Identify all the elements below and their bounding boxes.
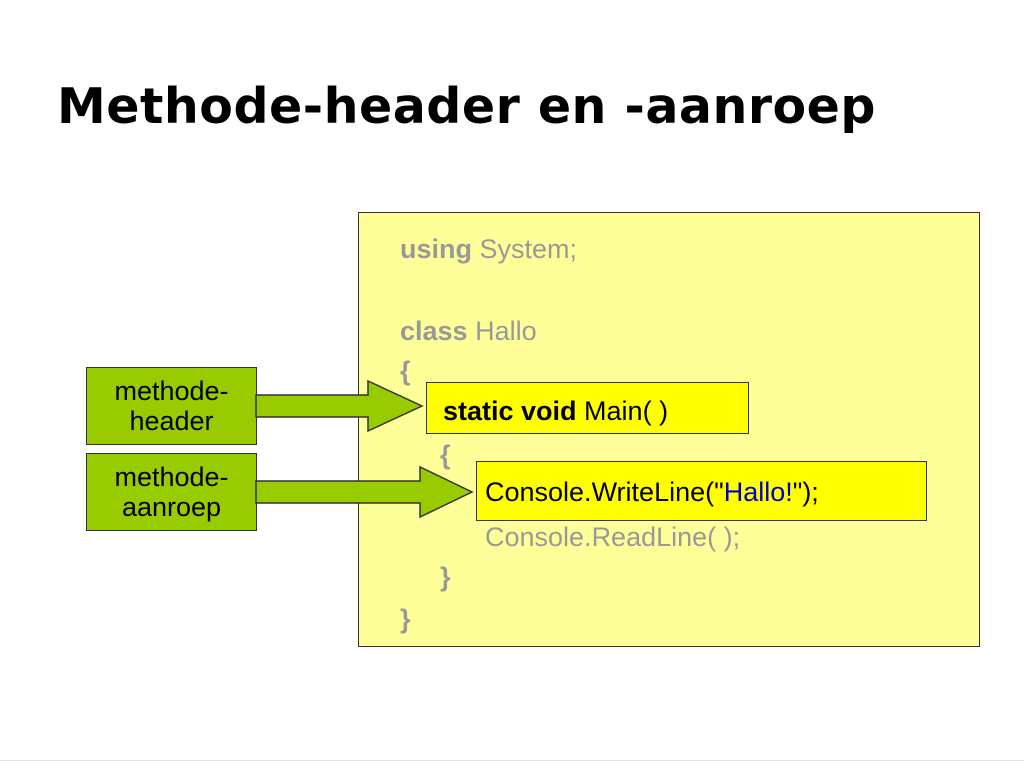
string-literal: Hallo!	[723, 477, 793, 507]
code-open-brace-inner: {	[440, 440, 451, 470]
label-methode-aanroep: methode- aanroep	[86, 453, 257, 531]
label-methode-header: methode- header	[86, 367, 257, 445]
keyword-static-void: static void	[443, 396, 577, 426]
code-line-class: class Hallo	[400, 315, 537, 347]
code-class-rest: Hallo	[467, 316, 537, 346]
code-close-brace-outer: }	[400, 604, 411, 634]
method-call-highlight: Console.WriteLine("Hallo!");	[476, 461, 927, 521]
main-signature: Main( )	[576, 396, 669, 426]
keyword-using: using	[400, 234, 472, 264]
writeline-prefix: Console.WriteLine("	[485, 477, 724, 507]
writeline-suffix: ");	[792, 477, 819, 507]
arrow-to-call-icon	[255, 465, 474, 519]
label-header-line2: header	[129, 406, 214, 436]
keyword-class: class	[400, 316, 468, 346]
label-call-line1: methode-	[114, 462, 229, 492]
label-header-line1: methode-	[114, 376, 229, 406]
code-line-using: using System;	[400, 233, 577, 265]
slide-title: Methode-header en -aanroep	[57, 78, 876, 135]
label-call-line2: aanroep	[121, 492, 222, 522]
footer-divider	[0, 760, 1024, 761]
method-header-highlight: static void Main( )	[426, 382, 749, 434]
code-using-rest: System;	[472, 234, 578, 264]
arrow-to-header-icon	[255, 379, 424, 433]
code-close-brace-inner: }	[440, 562, 451, 592]
code-open-brace-outer: {	[400, 356, 411, 386]
code-line-readline: Console.ReadLine( );	[485, 522, 741, 552]
